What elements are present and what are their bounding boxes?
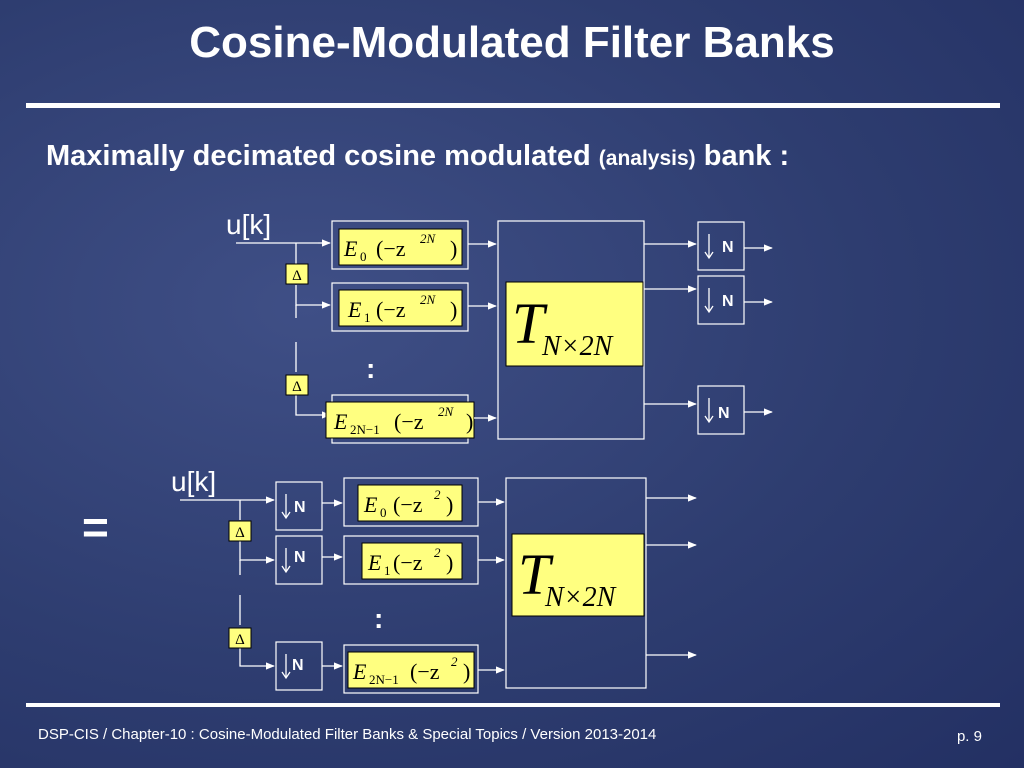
svg-text:): ) [446,550,453,575]
svg-text:N×2N: N×2N [541,331,614,362]
bottom-transform-block: T N×2N [505,477,647,689]
svg-text:E: E [352,659,367,684]
svg-text:(−z: (−z [394,409,424,434]
svg-text:N: N [292,657,304,674]
svg-text:N: N [722,293,734,310]
bottom-decimator-1: N [275,481,323,531]
top-delay-2: Δ [285,374,309,396]
page-number: p. 9 [956,728,982,745]
top-transform-block: T N×2N [497,220,645,440]
slide-title: Cosine-Modulated Filter Banks [189,18,835,67]
svg-text:(−z: (−z [410,659,440,684]
svg-text:N: N [722,239,734,256]
bottom-delay-2: Δ [228,627,252,649]
top-filter-e1: E 1 (−z 2N ) [331,282,469,332]
svg-text:2N: 2N [420,231,437,246]
subtitle-end: bank : [695,140,790,172]
svg-text:1: 1 [364,310,371,325]
svg-text:(−z: (−z [376,297,406,322]
svg-text:): ) [463,659,470,684]
svg-text:E: E [343,236,358,261]
svg-text:2N: 2N [438,404,455,419]
top-input-label: u[k] [226,209,271,240]
svg-text:T: T [512,291,548,356]
svg-text:T: T [518,542,554,607]
svg-text:): ) [450,236,457,261]
bottom-wire [239,648,275,670]
bottom-wire [239,540,275,564]
svg-text:N×2N: N×2N [544,582,617,613]
bottom-decimator-3: N [275,641,323,691]
top-decimator-1: N [697,221,745,271]
title-divider [26,103,1000,108]
bottom-delay-1: Δ [228,520,252,542]
svg-text:E: E [333,409,348,434]
top-ellipsis: : [366,353,375,384]
top-decimator-3: N [697,385,745,435]
bottom-input-label: u[k] [171,466,216,497]
svg-text:Δ: Δ [235,632,245,648]
slide-subtitle: Maximally decimated cosine modulated (an… [46,140,789,173]
svg-text:): ) [466,409,473,434]
svg-text:(−z: (−z [393,550,423,575]
svg-text:Δ: Δ [292,379,302,395]
svg-text:0: 0 [360,249,367,264]
svg-text:Δ: Δ [292,268,302,284]
svg-text:Δ: Δ [235,525,245,541]
svg-text:1: 1 [384,563,391,578]
equals-sign: = [82,501,109,553]
svg-text:N: N [718,405,730,422]
bottom-ellipsis: : [374,603,383,634]
svg-text:2: 2 [451,654,458,669]
svg-text:E: E [363,492,378,517]
svg-text:0: 0 [380,505,387,520]
svg-text:2N−1: 2N−1 [369,672,399,687]
svg-text:2N: 2N [420,292,437,307]
top-filter-e2n-1: E 2N−1 (−z 2N ) [325,394,475,444]
bottom-filter-e1: E 1 (−z 2 ) [343,535,479,585]
top-delay-1: Δ [285,263,309,285]
svg-text:2: 2 [434,487,441,502]
svg-text:(−z: (−z [376,236,406,261]
bottom-filter-e0: E 0 (−z 2 ) [343,477,479,527]
bottom-filter-e2n-1: E 2N−1 (−z 2 ) [343,644,479,694]
svg-text:): ) [446,492,453,517]
svg-text:(−z: (−z [393,492,423,517]
bottom-decimator-2: N [275,535,323,585]
top-decimator-2: N [697,275,745,325]
top-wire [295,395,331,419]
svg-text:2: 2 [434,545,441,560]
svg-text:): ) [450,297,457,322]
footer-course-info: DSP-CIS / Chapter-10 : Cosine-Modulated … [38,726,657,743]
top-filter-e0: E 0 (−z 2N ) [331,220,469,270]
subtitle-paren: (analysis) [598,147,696,170]
subtitle-main: Maximally decimated cosine modulated [46,140,599,172]
top-wire [295,285,331,309]
svg-text:2N−1: 2N−1 [350,422,380,437]
svg-text:N: N [294,499,306,516]
footer-divider [26,703,1000,707]
svg-text:E: E [347,297,362,322]
svg-text:N: N [294,549,306,566]
svg-text:E: E [367,550,382,575]
